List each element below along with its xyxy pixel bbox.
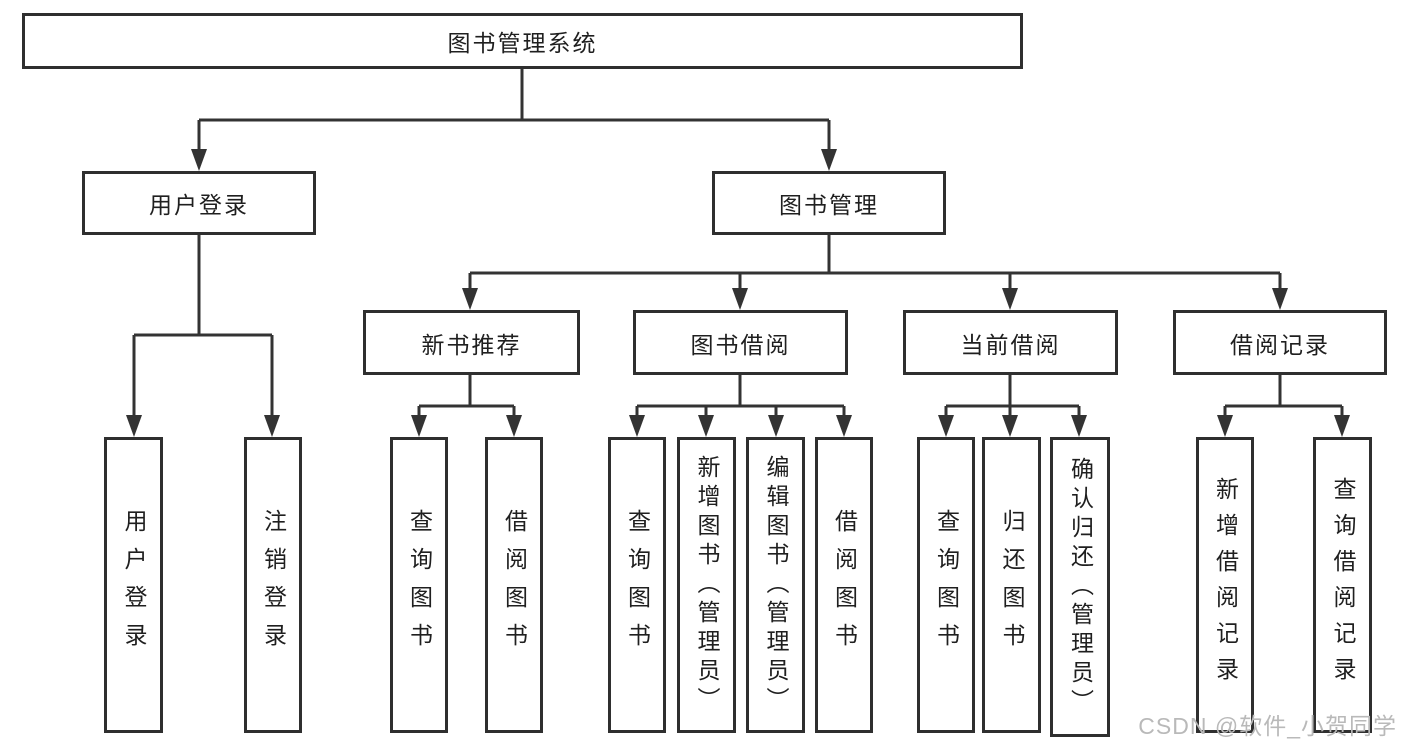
- arrowhead: [821, 149, 837, 171]
- node-leaf-return-books: 归还图书: [982, 437, 1041, 733]
- arrowhead: [1334, 415, 1350, 437]
- node-user-login: 用户登录: [82, 171, 316, 235]
- node-user-login-label: 用户登录: [149, 192, 249, 218]
- arrowhead: [411, 415, 427, 437]
- arrowhead: [836, 415, 852, 437]
- node-leaf-confirm-return-admin-label: 确认归还（管理员）: [1067, 456, 1094, 718]
- arrowhead: [191, 149, 207, 171]
- node-leaf-query-borrow-record: 查询借阅记录: [1313, 437, 1372, 733]
- node-borrowing-records: 借阅记录: [1173, 310, 1387, 375]
- arrowhead: [732, 288, 748, 310]
- node-leaf-edit-books-admin: 编辑图书（管理员）: [746, 437, 805, 733]
- arrowhead: [938, 415, 954, 437]
- node-leaf-query-books-newbook-label: 查询图书: [406, 509, 433, 661]
- node-leaf-edit-books-admin-label: 编辑图书（管理员）: [763, 454, 789, 716]
- node-book-borrowing: 图书借阅: [633, 310, 848, 375]
- arrowhead: [629, 415, 645, 437]
- node-leaf-return-books-label: 归还图书: [999, 509, 1025, 661]
- node-leaf-query-books-borrow-label: 查询图书: [624, 509, 651, 661]
- arrowhead: [506, 415, 522, 437]
- node-book-management-label: 图书管理: [779, 192, 879, 218]
- node-root: 图书管理系统: [22, 13, 1023, 69]
- arrowhead: [264, 415, 280, 437]
- node-new-book-recommend: 新书推荐: [363, 310, 580, 375]
- node-leaf-add-books-admin-label: 新增图书（管理员）: [694, 454, 720, 716]
- node-leaf-add-borrow-record-label: 新增借阅记录: [1212, 477, 1239, 693]
- node-leaf-logout-label: 注销登录: [260, 509, 287, 661]
- node-new-book-recommend-label: 新书推荐: [421, 331, 522, 358]
- node-leaf-user-login-label: 用户登录: [121, 509, 147, 661]
- node-leaf-query-borrow-record-label: 查询借阅记录: [1330, 477, 1356, 693]
- node-leaf-borrow-books-label: 借阅图书: [831, 509, 858, 661]
- node-leaf-borrow-books-newbook-label: 借阅图书: [501, 509, 528, 661]
- arrowhead: [1002, 288, 1018, 310]
- node-root-label: 图书管理系统: [447, 30, 598, 56]
- node-leaf-query-books-newbook: 查询图书: [390, 437, 448, 733]
- node-borrowing-records-label: 借阅记录: [1230, 331, 1330, 358]
- arrowhead: [1071, 415, 1087, 437]
- node-leaf-borrow-books: 借阅图书: [815, 437, 873, 733]
- node-leaf-borrow-books-newbook: 借阅图书: [485, 437, 543, 733]
- arrowhead: [768, 415, 784, 437]
- node-book-borrowing-label: 图书借阅: [690, 331, 791, 358]
- arrowhead: [126, 415, 142, 437]
- node-leaf-query-books-borrow: 查询图书: [608, 437, 666, 733]
- node-leaf-confirm-return-admin: 确认归还（管理员）: [1050, 437, 1110, 737]
- node-leaf-add-books-admin: 新增图书（管理员）: [677, 437, 736, 733]
- node-current-borrowing-label: 当前借阅: [960, 331, 1061, 358]
- arrowhead: [1217, 415, 1233, 437]
- node-leaf-query-books-current-label: 查询图书: [933, 509, 960, 661]
- node-leaf-add-borrow-record: 新增借阅记录: [1196, 437, 1254, 733]
- arrowhead: [1272, 288, 1288, 310]
- node-leaf-logout: 注销登录: [244, 437, 302, 733]
- node-book-management: 图书管理: [712, 171, 946, 235]
- node-leaf-query-books-current: 查询图书: [917, 437, 975, 733]
- arrowhead: [1002, 415, 1018, 437]
- node-leaf-user-login: 用户登录: [104, 437, 163, 733]
- arrowhead: [698, 415, 714, 437]
- arrowhead: [462, 288, 478, 310]
- node-current-borrowing: 当前借阅: [903, 310, 1118, 375]
